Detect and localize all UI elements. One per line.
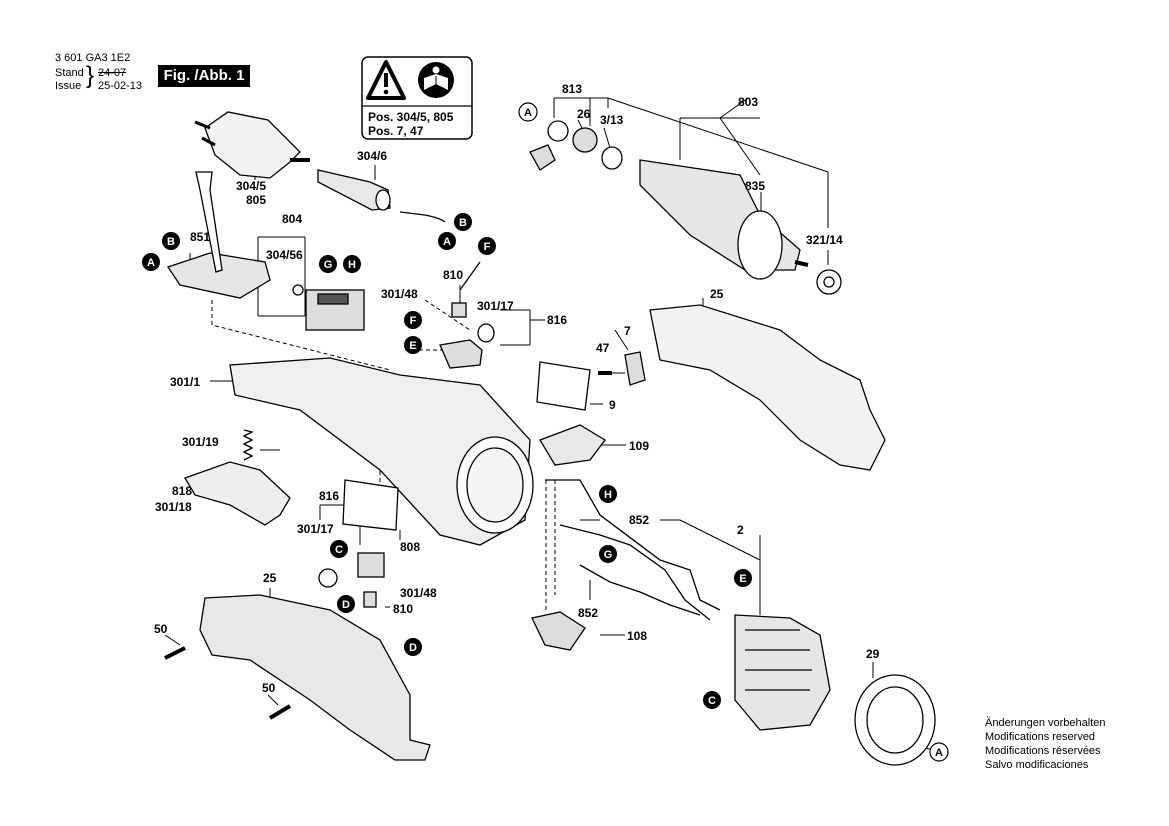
- label-301-48-top: 301/48: [381, 287, 418, 301]
- label-301-18: 301/18: [155, 500, 192, 514]
- label-25-top: 25: [710, 287, 724, 301]
- svg-text:G: G: [324, 259, 333, 271]
- label-301-1: 301/1: [170, 375, 200, 389]
- svg-text:A: A: [524, 107, 532, 119]
- issue-date: 25-02-13: [98, 80, 143, 92]
- brace-icon: }: [86, 62, 95, 89]
- label-851: 851: [190, 230, 210, 244]
- svg-text:E: E: [409, 340, 416, 352]
- svg-text:C: C: [335, 544, 343, 556]
- label-808: 808: [400, 540, 420, 554]
- doc-number: 3 601 GA3 1E2: [55, 52, 131, 64]
- callout-b-plate: B: [162, 232, 180, 250]
- svg-text:B: B: [167, 236, 175, 248]
- figure-label: Fig. /Abb. 1: [158, 65, 250, 87]
- label-301-48-bottom: 301/48: [400, 586, 437, 600]
- plug-part: [194, 111, 310, 179]
- callout-f-holder: F: [404, 311, 422, 329]
- callout-f-brush: F: [478, 237, 496, 255]
- label-301-17-top: 301/17: [477, 299, 514, 313]
- callout-a-armature: A: [518, 102, 538, 122]
- note-french: Modifications réservées: [985, 745, 1101, 757]
- label-7: 7: [624, 324, 631, 338]
- callout-g-wire: G: [599, 545, 617, 563]
- callout-c-coil: C: [703, 691, 721, 709]
- label-804: 804: [282, 212, 302, 226]
- callout-e-holder: E: [404, 336, 422, 354]
- stand-date-struck: 24-07: [98, 67, 127, 79]
- label-29: 29: [866, 647, 880, 661]
- parts: [164, 111, 936, 766]
- svg-text:E: E: [739, 573, 746, 585]
- label-816-bottom: 816: [319, 489, 339, 503]
- svg-text:B: B: [459, 217, 467, 229]
- callout-h-wire: H: [599, 485, 617, 503]
- svg-text:D: D: [342, 599, 350, 611]
- label-2: 2: [737, 523, 744, 537]
- label-9: 9: [609, 398, 616, 412]
- note-spanish: Salvo modificaciones: [985, 759, 1089, 771]
- label-109: 109: [629, 439, 649, 453]
- label-803: 803: [738, 95, 758, 109]
- label-26: 26: [577, 107, 591, 121]
- svg-text:A: A: [147, 257, 155, 269]
- svg-text:F: F: [484, 241, 491, 253]
- svg-text:C: C: [708, 695, 716, 707]
- label-304-6: 304/6: [357, 149, 387, 163]
- label-301-17-bottom: 301/17: [297, 522, 334, 536]
- label-304-56: 304/56: [266, 248, 303, 262]
- label-818: 818: [172, 484, 192, 498]
- svg-text:H: H: [348, 259, 356, 271]
- callout-d-wire: D: [404, 638, 422, 656]
- note-english: Modifications reserved: [985, 731, 1096, 743]
- callouts: A A A A B B C C D D E E F F G G H H: [142, 102, 949, 762]
- callout-a-plate: A: [142, 253, 160, 271]
- svg-text:A: A: [443, 236, 451, 248]
- svg-text:G: G: [604, 549, 613, 561]
- label-852-bottom: 852: [578, 606, 598, 620]
- callout-d-brush: D: [337, 595, 355, 613]
- callout-e-coil: E: [734, 569, 752, 587]
- callout-b-cable: B: [454, 213, 472, 231]
- label-321-14: 321/14: [806, 233, 843, 247]
- warning-line-2: Pos. 7, 47: [368, 124, 424, 138]
- callout-a-cable: A: [438, 232, 456, 250]
- modification-notes: Änderungen vorbehalten Modifications res…: [985, 716, 1105, 772]
- stand-label: Stand: [55, 67, 84, 79]
- callout-g-switch: G: [319, 255, 337, 273]
- label-813: 813: [562, 82, 582, 96]
- label-108: 108: [627, 629, 647, 643]
- label-47: 47: [596, 341, 610, 355]
- label-805: 805: [246, 193, 266, 207]
- label-50-upper: 50: [154, 622, 168, 636]
- label-50-lower: 50: [262, 681, 276, 695]
- part-labels: 813 803 26 3/13 835 321/14 304/6 304/5 8…: [154, 82, 880, 695]
- label-3-13: 3/13: [600, 113, 624, 127]
- warning-box: Pos. 304/5, 805 Pos. 7, 47: [361, 56, 473, 140]
- label-835: 835: [745, 179, 765, 193]
- svg-text:A: A: [935, 747, 943, 759]
- issue-label: Issue: [55, 80, 82, 92]
- label-25-bottom: 25: [263, 571, 277, 585]
- warning-line-1: Pos. 304/5, 805: [368, 110, 454, 124]
- svg-text:D: D: [409, 642, 417, 654]
- label-810-bottom: 810: [393, 602, 413, 616]
- read-manual-icon: [418, 62, 454, 98]
- svg-text:H: H: [604, 489, 612, 501]
- label-301-19: 301/19: [182, 435, 219, 449]
- callout-c-switch: C: [330, 540, 348, 558]
- label-852-top: 852: [629, 513, 649, 527]
- label-816-top: 816: [547, 313, 567, 327]
- note-german: Änderungen vorbehalten: [985, 717, 1106, 729]
- callout-a-guard: A: [929, 742, 949, 762]
- label-304-5: 304/5: [236, 179, 266, 193]
- callout-h-switch: H: [343, 255, 361, 273]
- label-810-top: 810: [443, 268, 463, 282]
- warning-triangle-icon: [366, 60, 406, 100]
- svg-text:F: F: [410, 315, 417, 327]
